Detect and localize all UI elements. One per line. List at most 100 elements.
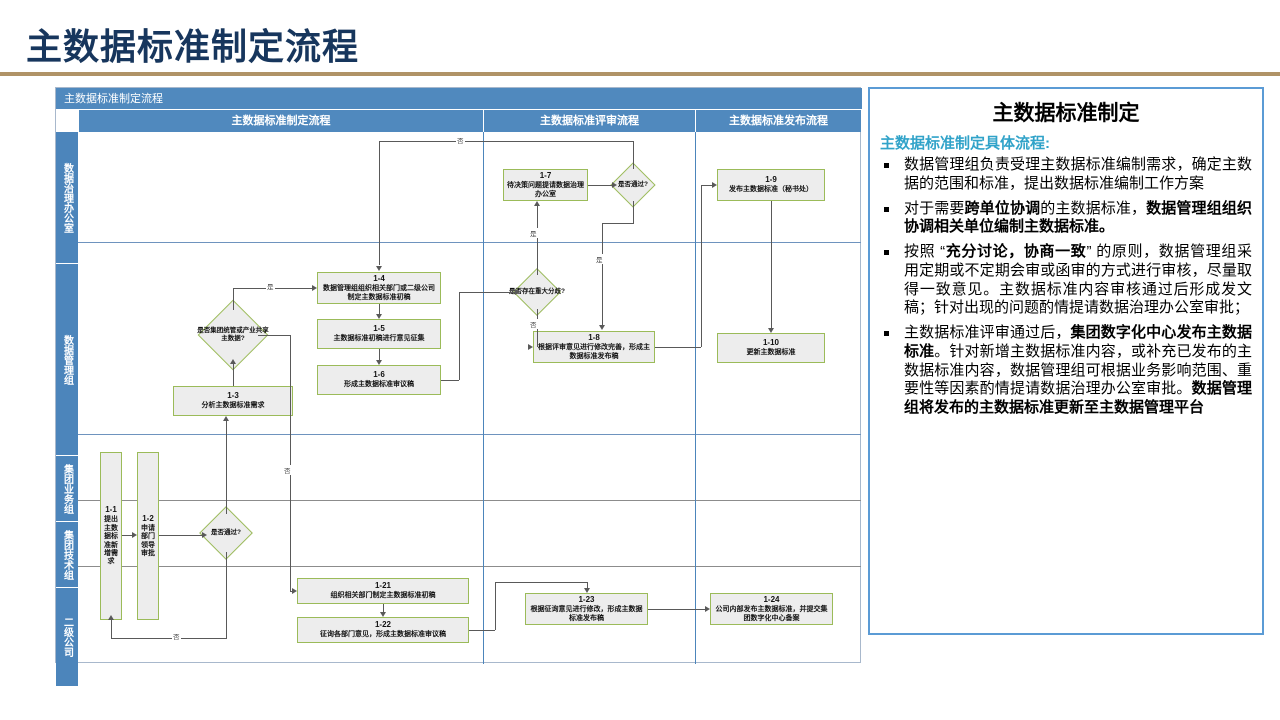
description-panel: 主数据标准制定 主数据标准制定具体流程: 数据管理组负责受理主数据标准编制需求，… — [868, 87, 1264, 635]
body-text: 的主数据标准， — [1040, 199, 1147, 217]
arrow-head — [534, 201, 540, 206]
flow-node-text: 公司内部发布主数据标准，并提交集团数字化中心备案 — [715, 605, 828, 622]
flow-node-id: 1-21 — [374, 581, 391, 591]
list-item: 数据管理组负责受理主数据标准编制需求，确定主数据的范围和标准，提出数据标准编制工… — [880, 156, 1252, 194]
edge-label-no: 否 — [283, 465, 292, 475]
connector-1-6-to-d3-v — [459, 292, 460, 380]
flow-node-id: 1-9 — [765, 175, 777, 185]
edge-label-yes: 是 — [529, 228, 538, 238]
flow-node-1-4[interactable]: 1-4 数据管理组组织相关部门或二级公司制定主数据标准初稿 — [317, 272, 441, 304]
flow-node-1-6[interactable]: 1-6 形成主数据标准审议稿 — [317, 365, 441, 395]
column-separator-1 — [483, 132, 484, 664]
arrow-head — [515, 289, 520, 295]
swimlane-label: 集团业务组 — [61, 463, 73, 514]
flow-node-1-23[interactable]: 1-23 根据征询意见进行修改，形成主数据标准发布稿 — [525, 593, 648, 625]
arrow-head — [612, 182, 617, 188]
swimlane-title-group-tech: 集团技术组 — [56, 522, 78, 588]
connector-d1-no-h — [379, 141, 634, 142]
flow-node-1-9[interactable]: 1-9 发布主数据标准（秘书处） — [717, 169, 825, 201]
arrow-head — [376, 266, 382, 271]
flow-node-id: 1-7 — [539, 170, 552, 180]
edge-label-no: 否 — [172, 631, 181, 641]
connector-d1-yes-v1 — [633, 201, 634, 223]
connector-1-5-to-1-6 — [379, 349, 380, 360]
flow-node-text: 数据管理组组织相关部门或二级公司制定主数据标准初稿 — [323, 284, 435, 301]
edge-label-no: 否 — [456, 135, 465, 145]
connector-1-8-to-1-9-h1 — [655, 347, 701, 348]
swimlane-label: 集团技术组 — [61, 529, 73, 580]
connector-1-4-to-1-5 — [379, 304, 380, 314]
connector-d1-no-v2 — [379, 141, 380, 265]
column-header-formulation: 主数据标准制定流程 — [78, 110, 483, 132]
connector-1-1-to-1-2 — [122, 535, 132, 536]
arrow-head — [292, 588, 297, 594]
emphasis-text: 数据管理组组织协调相关单位编制主数据标准。 — [904, 199, 1252, 236]
arrow-head — [380, 612, 386, 617]
swimlane-title-governance-office: 数据治理办公室 — [56, 132, 78, 264]
body-text: 。针对新增主数据标准内容，或补充已发布的主数据标准内容，数据管理组可根据业务影响… — [904, 342, 1252, 398]
swimlane-title-group-business: 集团业务组 — [56, 456, 78, 522]
flow-node-text: 主数据标准初稿进行意见征集 — [333, 335, 425, 343]
connector-d2-yes-v — [233, 288, 234, 310]
column-separator-2 — [695, 132, 696, 664]
connector-d2-no-v — [290, 335, 291, 591]
flow-node-text: 根据征询意见进行修改，形成主数据标准发布稿 — [530, 605, 643, 622]
flow-node-id: 1-5 — [373, 324, 385, 334]
connector-d2-no-h2 — [290, 591, 293, 592]
connector-d3-yes-v — [537, 206, 538, 275]
flow-node-id: 1-3 — [227, 391, 239, 401]
flow-node-text: 征询各部门意见，形成主数据标准审议稿 — [320, 631, 446, 639]
flow-node-1-24[interactable]: 1-24 公司内部发布主数据标准，并提交集团数字化中心备案 — [710, 593, 833, 625]
flow-node-text: 待决策问题提请数据治理办公室 — [507, 181, 584, 198]
flow-node-id: 1-6 — [373, 370, 385, 380]
connector-d1-yes-v2 — [602, 223, 603, 325]
flow-node-id: 1-1 — [105, 505, 117, 515]
emphasis-text: 集团数字化中心发布主数据标准 — [904, 324, 1252, 360]
swimlane-label: 数据治理办公室 — [61, 162, 73, 233]
flow-diagram: 主数据标准制定流程 数据治理办公室 数据管理组 集团业务组 集团技术组 二级公司… — [55, 87, 862, 686]
connector-1-22-to-1-23-v2 — [587, 582, 588, 588]
flow-node-1-3[interactable]: 1-3 分析主数据标准需求 — [173, 386, 293, 416]
flow-node-text: 形成主数据标准审议稿 — [344, 381, 414, 389]
flow-node-1-22[interactable]: 1-22 征询各部门意见，形成主数据标准审议稿 — [297, 617, 469, 643]
flow-node-text: 发布主数据标准（秘书处） — [729, 186, 813, 194]
connector-1-22-to-1-23-v1 — [495, 582, 496, 630]
edge-label-no: 否 — [529, 319, 538, 329]
body-text: ” 的原则，数据管理组采用定期或不定期会审或函审的方式进行审核，尽量取得一致意见… — [904, 243, 1252, 317]
arrow-head — [223, 416, 229, 421]
flow-node-1-10[interactable]: 1-10 更新主数据标准 — [717, 333, 825, 363]
flow-node-id: 1-4 — [373, 273, 385, 283]
arrow-head — [230, 359, 236, 364]
arrow-head — [599, 325, 605, 330]
connector-1-8-to-1-9-v — [701, 185, 702, 347]
connector-1-22-to-1-23-h2 — [495, 582, 587, 583]
flow-node-id: 1-10 — [762, 338, 779, 348]
flow-node-1-1[interactable]: 1-1 提出主数据标准新增需求 — [100, 452, 122, 620]
connector-1-9-to-1-10 — [771, 201, 772, 328]
emphasis-text: 充分讨论，协商一致 — [945, 243, 1087, 260]
flow-node-1-2[interactable]: 1-2 申请部门领导审批 — [137, 452, 159, 620]
arrow-head — [312, 285, 317, 291]
body-text: 主数据标准评审通过后， — [904, 324, 1071, 341]
connector-1-3-to-d2 — [233, 364, 234, 386]
page-title: 主数据标准制定流程 — [26, 26, 360, 67]
connector-d2-no-h1 — [258, 335, 290, 336]
list-item: 主数据标准评审通过后，集团数字化中心发布主数据标准。针对新增主数据标准内容，或补… — [880, 324, 1252, 418]
connector-yes-to-1-3 — [226, 421, 227, 514]
connector-1-2-to-decision — [159, 535, 202, 536]
flow-node-1-21[interactable]: 1-21 组织相关部门制定主数据标准初稿 — [297, 578, 469, 604]
column-header-release: 主数据标准发布流程 — [695, 110, 861, 132]
edge-label-yes: 是 — [595, 254, 604, 264]
flow-node-1-8[interactable]: 1-8 根据评审意见进行修改完善，形成主数据标准发布稿 — [533, 331, 655, 363]
list-item: 按照 “充分讨论，协商一致” 的原则，数据管理组采用定期或不定期会审或函审的方式… — [880, 243, 1252, 318]
flow-banner-title: 主数据标准制定流程 — [56, 88, 862, 110]
arrow-head — [712, 182, 717, 188]
body-text: 数据管理组负责受理主数据标准编制需求，确定主数据的范围和标准，提出数据标准编制工… — [904, 156, 1252, 192]
connector-no-loop-h — [111, 638, 227, 639]
swimlane-title-data-mgmt-group: 数据管理组 — [56, 264, 78, 456]
connector-d1-yes-h — [602, 223, 634, 224]
flow-node-1-7[interactable]: 1-7 待决策问题提请数据治理办公室 — [503, 169, 588, 201]
flow-node-1-5[interactable]: 1-5 主数据标准初稿进行意见征集 — [317, 319, 441, 349]
connector-d1-no-v1 — [633, 141, 634, 169]
swimlane-label: 数据管理组 — [61, 334, 73, 385]
